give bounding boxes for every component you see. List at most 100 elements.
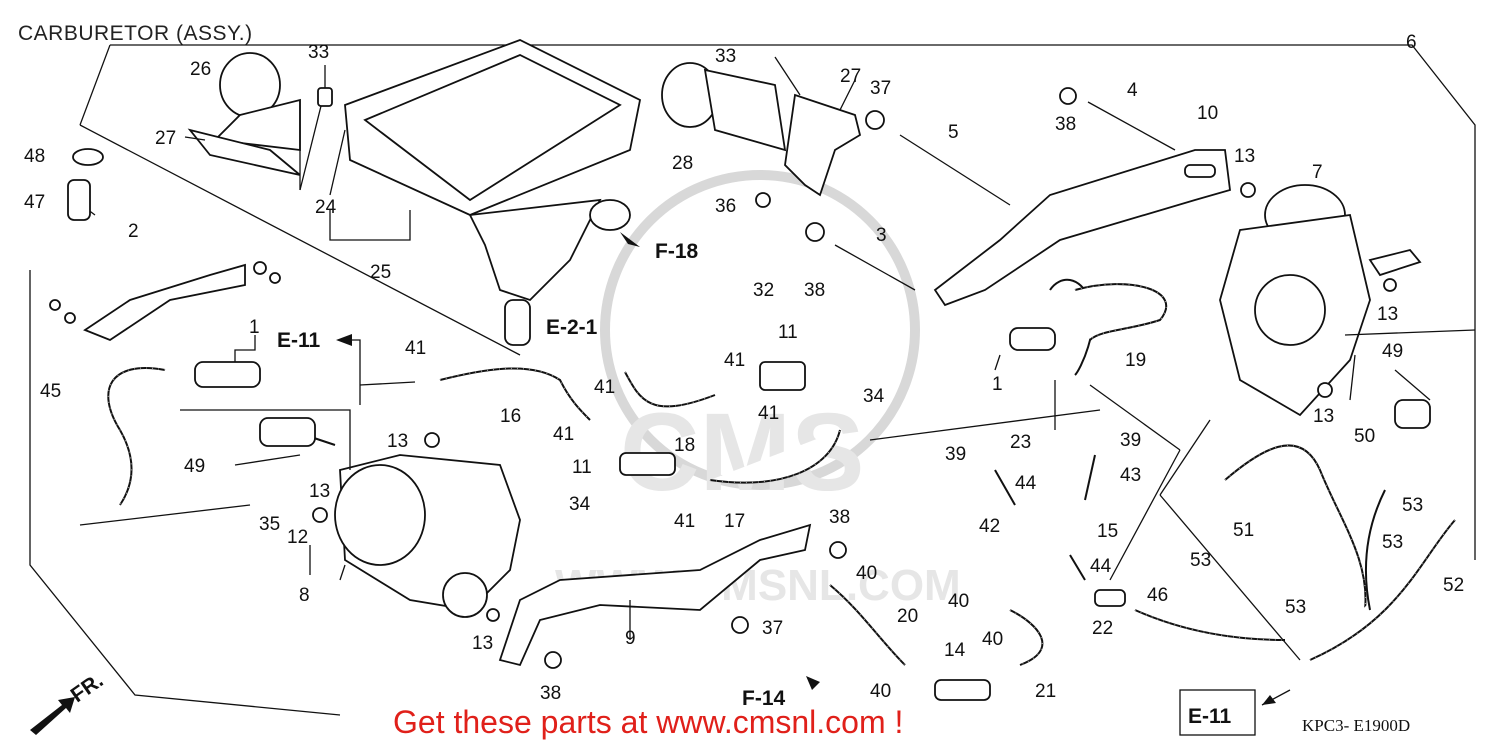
- callout-38[interactable]: 38: [829, 507, 850, 528]
- diagram-code: KPC3- E1900D: [1302, 716, 1411, 735]
- callout-38[interactable]: 38: [540, 683, 561, 704]
- ref-e11-bottom[interactable]: E-11: [1188, 705, 1232, 728]
- callout-27[interactable]: 27: [155, 128, 176, 149]
- e11-arrow-icon: [336, 334, 352, 346]
- callout-34[interactable]: 34: [569, 494, 591, 515]
- carburetor-7-part: [1219, 184, 1422, 417]
- ref-f18[interactable]: F-18: [655, 240, 699, 263]
- callout-24[interactable]: 24: [315, 197, 337, 218]
- callout-40[interactable]: 40: [856, 563, 877, 584]
- callout-18[interactable]: 18: [674, 435, 695, 456]
- airbox-part: [344, 39, 642, 346]
- callout-22[interactable]: 22: [1092, 618, 1113, 639]
- callout-9[interactable]: 9: [625, 628, 636, 649]
- callout-49[interactable]: 49: [184, 456, 205, 477]
- callout-5[interactable]: 5: [948, 122, 959, 143]
- callout-13[interactable]: 13: [472, 633, 493, 654]
- callout-41[interactable]: 41: [674, 511, 695, 532]
- callout-16[interactable]: 16: [500, 406, 521, 427]
- ref-e11-top[interactable]: E-11: [277, 329, 321, 352]
- callout-53[interactable]: 53: [1285, 597, 1306, 618]
- callout-41[interactable]: 41: [724, 350, 745, 371]
- carburetor-8-part: [334, 454, 521, 618]
- callout-49[interactable]: 49: [1382, 341, 1403, 362]
- callout-2[interactable]: 2: [128, 221, 139, 242]
- callout-35[interactable]: 35: [259, 514, 280, 535]
- callout-13[interactable]: 13: [309, 481, 330, 502]
- callout-44[interactable]: 44: [1015, 473, 1037, 494]
- callout-23[interactable]: 23: [1010, 432, 1031, 453]
- callout-42[interactable]: 42: [979, 516, 1000, 537]
- callout-41[interactable]: 41: [758, 403, 779, 424]
- intake-elbow-part: [187, 52, 301, 176]
- callout-20[interactable]: 20: [897, 606, 918, 627]
- callout-21[interactable]: 21: [1035, 681, 1056, 702]
- callout-13[interactable]: 13: [387, 431, 408, 452]
- callout-40[interactable]: 40: [982, 629, 1003, 650]
- callout-45[interactable]: 45: [40, 381, 61, 402]
- callout-40[interactable]: 40: [870, 681, 891, 702]
- callout-33[interactable]: 33: [715, 46, 736, 67]
- callout-32[interactable]: 32: [753, 280, 774, 301]
- callout-10[interactable]: 10: [1197, 103, 1218, 124]
- callout-37[interactable]: 37: [870, 78, 891, 99]
- bracket-9-part: [498, 523, 812, 667]
- callout-25[interactable]: 25: [370, 262, 391, 283]
- studs: [834, 101, 1176, 291]
- callout-27[interactable]: 27: [840, 66, 861, 87]
- callout-47[interactable]: 47: [24, 192, 45, 213]
- callout-15[interactable]: 15: [1097, 521, 1118, 542]
- callout-48[interactable]: 48: [24, 146, 45, 167]
- callout-39[interactable]: 39: [1120, 430, 1141, 451]
- small-hardware: [67, 87, 1431, 701]
- promo-link-text[interactable]: Get these parts at www.cmsnl.com !: [393, 704, 904, 740]
- callout-53[interactable]: 53: [1382, 532, 1403, 553]
- callout-53[interactable]: 53: [1402, 495, 1423, 516]
- ref-f14[interactable]: F-14: [742, 687, 786, 710]
- callout-37[interactable]: 37: [762, 618, 783, 639]
- callout-53[interactable]: 53: [1190, 550, 1211, 571]
- callout-26[interactable]: 26: [190, 59, 211, 80]
- callout-11[interactable]: 11: [778, 322, 798, 343]
- callout-13[interactable]: 13: [1377, 304, 1398, 325]
- callout-33[interactable]: 33: [308, 42, 329, 63]
- callout-7[interactable]: 7: [1312, 162, 1323, 183]
- callout-6[interactable]: 6: [1406, 32, 1417, 53]
- callout-41[interactable]: 41: [553, 424, 574, 445]
- callout-41[interactable]: 41: [594, 377, 615, 398]
- callout-12[interactable]: 12: [287, 527, 308, 548]
- callout-11[interactable]: 11: [572, 457, 592, 478]
- callout-1[interactable]: 1: [992, 374, 1003, 395]
- callout-13[interactable]: 13: [1234, 146, 1255, 167]
- callout-44[interactable]: 44: [1090, 556, 1112, 577]
- callout-4[interactable]: 4: [1127, 80, 1138, 101]
- callout-41[interactable]: 41: [405, 338, 426, 359]
- callout-17[interactable]: 17: [724, 511, 745, 532]
- callout-38[interactable]: 38: [804, 280, 825, 301]
- callout-13[interactable]: 13: [1313, 406, 1334, 427]
- callout-40[interactable]: 40: [948, 591, 969, 612]
- callout-46[interactable]: 46: [1147, 585, 1168, 606]
- callout-1[interactable]: 1: [249, 317, 260, 338]
- callout-38[interactable]: 38: [1055, 114, 1076, 135]
- callout-14[interactable]: 14: [944, 640, 966, 661]
- callout-43[interactable]: 43: [1120, 465, 1141, 486]
- callout-52[interactable]: 52: [1443, 575, 1464, 596]
- callout-19[interactable]: 19: [1125, 350, 1146, 371]
- link-plate-2-part: [49, 261, 281, 342]
- callout-28[interactable]: 28: [672, 153, 693, 174]
- callout-36[interactable]: 36: [715, 196, 736, 217]
- callout-39[interactable]: 39: [945, 444, 966, 465]
- callout-34[interactable]: 34: [863, 386, 885, 407]
- diagram-title: CARBURETOR (ASSY.): [18, 22, 253, 45]
- callout-3[interactable]: 3: [876, 225, 887, 246]
- callout-51[interactable]: 51: [1233, 520, 1254, 541]
- callout-8[interactable]: 8: [299, 585, 310, 606]
- callout-50[interactable]: 50: [1354, 426, 1375, 447]
- ref-e21[interactable]: E-2-1: [546, 316, 598, 339]
- f14-arrow-icon: [806, 676, 820, 690]
- bracket-10-part: [933, 149, 1231, 307]
- front-arrow-icon: [30, 697, 75, 735]
